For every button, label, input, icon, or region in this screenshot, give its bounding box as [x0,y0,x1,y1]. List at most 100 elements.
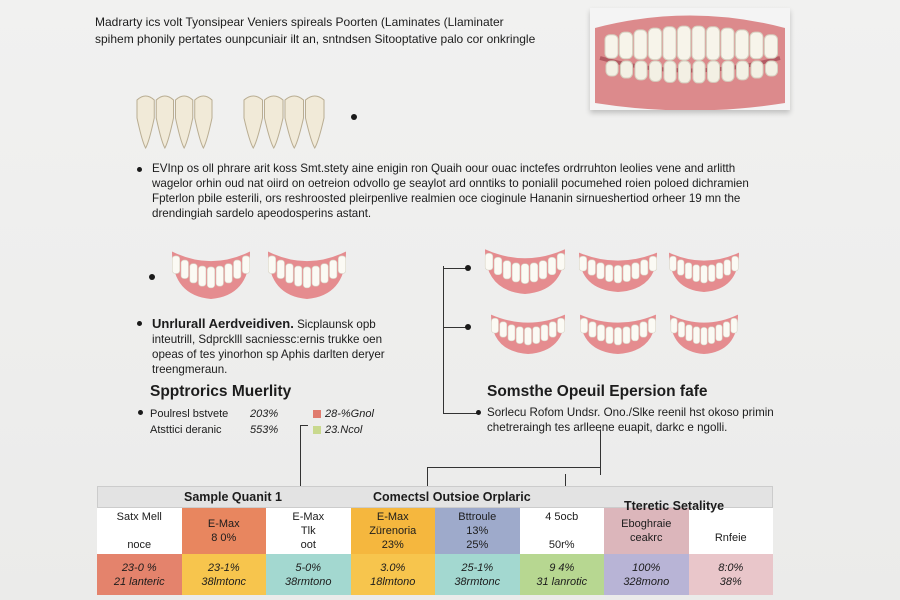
tooth [639,321,648,338]
denture-illustration [170,246,252,301]
cell-text [691,517,772,531]
crown-tooth [264,95,284,149]
tooth [691,25,706,61]
cell-text: ceakrc [630,532,663,544]
tooth [597,324,605,342]
tooth [662,26,677,61]
dentures-photo [590,8,790,111]
cell-text: 4 5ocb [545,511,579,523]
tooth [172,255,180,274]
denture-illustration [577,248,659,294]
cell-text: Eboghraie [621,518,672,530]
cell-text [522,524,603,538]
cell-text: 21 lanteric [113,575,165,588]
tooth [750,60,764,79]
cell-text: 25% [466,539,489,551]
table-cell: 23-0 %21 lanteric [97,554,182,595]
left-section-heading: Unrlurall Aerdveidiven. [152,316,294,331]
tooth [538,260,548,280]
tooth [198,265,207,287]
tooth [493,257,503,276]
connector-line [443,413,479,414]
tooth [736,60,749,81]
tooth [648,317,656,334]
tooth [329,259,338,279]
tooth [579,255,587,272]
legend-label: 28-%Gnol [325,408,374,420]
tooth [693,326,700,344]
cell-text: Bttroule [458,511,497,523]
cell-text: 13% [466,525,489,537]
tooth [233,259,242,279]
right-line: Sorlecu Rofom Undsr. Ono./Slke reenil hs… [487,406,774,419]
cell-text: 38rmtono [285,575,332,588]
tooth [700,265,708,284]
crowns-illustration-2 [240,92,330,157]
crown-tooth [136,95,155,150]
tooth [215,265,224,287]
connector-line [443,266,444,414]
left-line: inteutrill, Sdprcklll sacniessc:ernis tr… [152,333,383,346]
tooth [557,317,565,334]
cell-text: 31 lanrotic [536,575,588,588]
tooth [631,324,639,342]
tooth [614,265,622,284]
denture-illustration [667,248,741,294]
legend-swatch [313,426,321,434]
tooth [764,34,778,59]
cell-text: E-Max [292,511,325,523]
tooth [311,265,320,287]
tooth [634,60,648,81]
tooth [491,317,499,334]
table-cell: Rnfeie [688,508,773,554]
cell-text: 9 4% [549,561,575,574]
denture-svg [172,251,250,299]
table-cell: 100%328mono [604,554,689,595]
tooth [685,324,693,342]
crown-tooth [305,95,325,149]
bullet-dot [137,167,142,172]
stat-label: Atsttici deranic [150,424,222,436]
tooth [320,263,329,284]
tooth [507,324,516,342]
table-cell: Satx Mell noce [97,508,182,554]
tooth [735,29,749,60]
bullet-dot [137,321,142,326]
denture-illustration [483,244,567,296]
denture-svg [491,314,565,354]
tooth [765,60,778,77]
tooth [649,60,662,82]
tooth [532,326,541,344]
connector-line [443,268,468,269]
tooth [631,262,640,280]
tooth [605,326,614,344]
intro-line: Fpterlon pbile esterili, ors reshroosted… [152,192,741,205]
crown-tooth [175,95,194,150]
crown-tooth [194,95,213,150]
denture-illustration [489,310,567,356]
tooth [670,317,678,334]
denture-svg [669,252,739,292]
tooth [303,266,311,289]
header-line: spihem phonily pertates ounpcuniair ilt … [95,32,536,46]
tooth [529,262,539,283]
connector-line [443,327,468,328]
tooth [706,26,720,61]
table-header [97,486,773,508]
tooth [622,264,631,282]
bullet-dot [476,410,481,415]
right-section-heading: Somsthe Opeuil Epersion fafe [487,383,708,400]
tooth [730,317,738,334]
tooth [721,60,735,82]
cell-text [99,524,180,538]
table-cell: 25-1%38rmtonc [435,554,520,595]
legend-swatch [313,410,321,418]
intro-line: EVInp os oll phrare arit koss Smt.stety … [152,162,736,175]
tooth [605,264,614,282]
